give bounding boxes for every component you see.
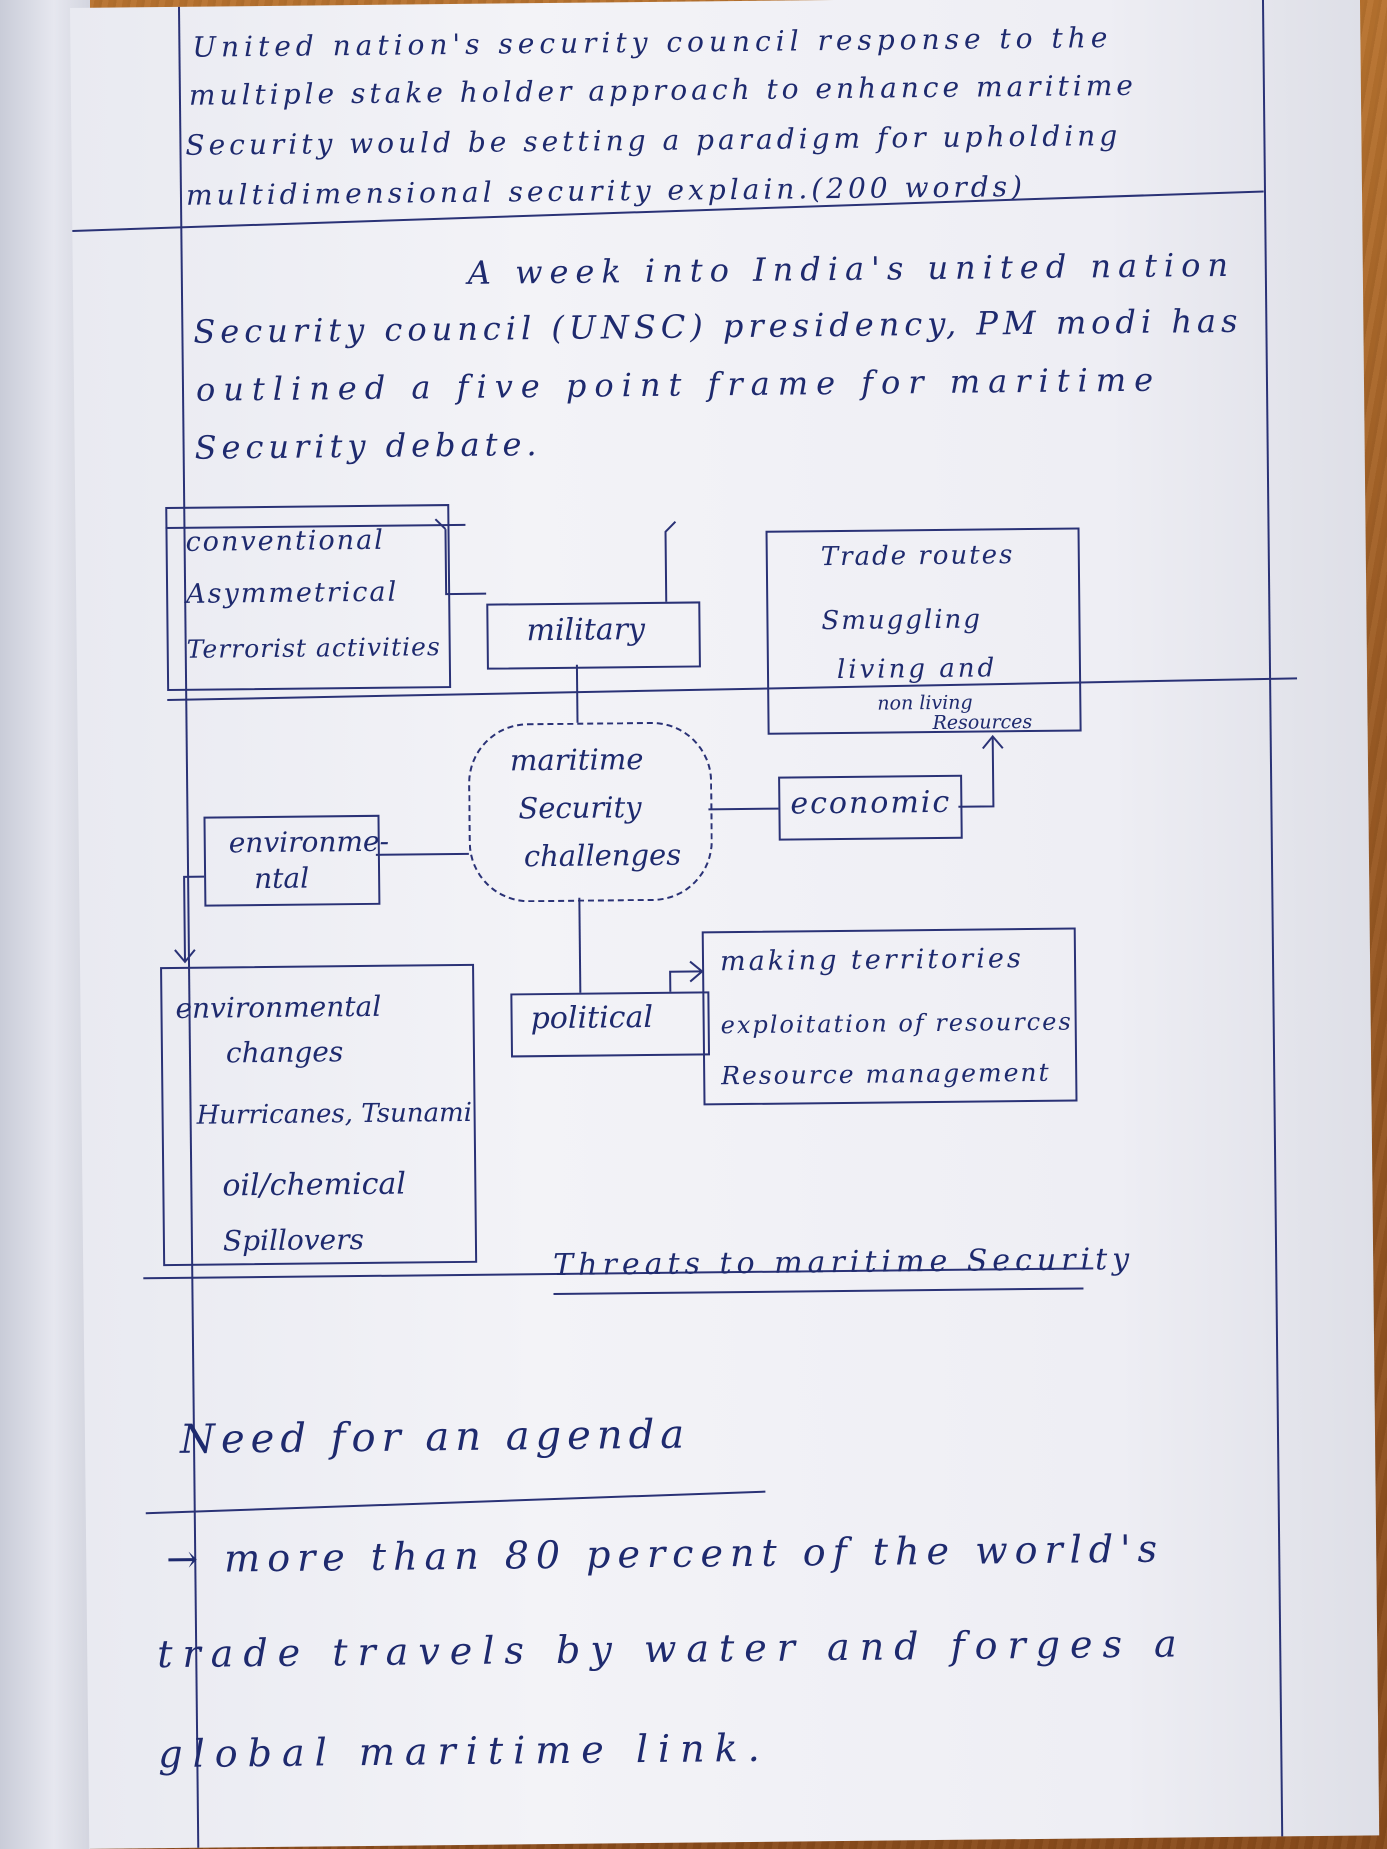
connector-center-economic	[708, 807, 779, 811]
notebook-page: United nation's security council respons…	[70, 0, 1380, 1849]
connector-environmental-items	[183, 875, 205, 962]
threats-diagram: conventional Asymmetrical Terrorist acti…	[70, 0, 1360, 1296]
arrowhead-environmental-items	[174, 949, 196, 964]
arrowhead-military-items	[434, 518, 447, 530]
connector-economic-items	[958, 736, 995, 808]
connector-military-flag	[664, 520, 677, 602]
agenda-heading: Need for an agenda	[179, 1411, 691, 1463]
arrowhead-economic-items	[982, 734, 1004, 750]
diagram-connectors	[174, 518, 1004, 993]
connector-military-items	[444, 529, 487, 596]
connector-political-items	[669, 970, 703, 992]
agenda-line-3: global maritime link.	[158, 1725, 770, 1777]
diagram-caption: Threats to maritime Security	[553, 1241, 1135, 1284]
connector-center-military	[575, 664, 579, 723]
connector-center-environmental	[375, 852, 469, 856]
connector-center-political	[578, 897, 582, 993]
arrowhead-political-items	[689, 960, 704, 983]
